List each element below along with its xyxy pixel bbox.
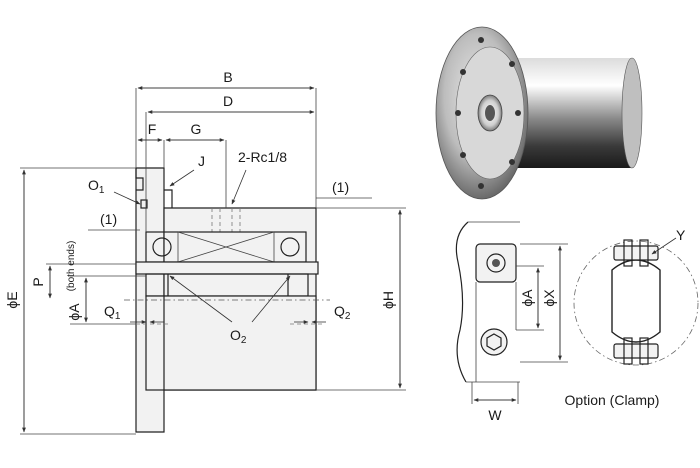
label-phi-a-right: ϕA [519, 289, 535, 307]
label-g: G [191, 121, 202, 137]
hub-bore [485, 105, 495, 121]
label-y: Y [676, 227, 686, 243]
bolt-hole-7 [515, 110, 521, 116]
clamp-top-nut-right [639, 239, 649, 267]
flange-notch [135, 168, 144, 191]
upper-ball [486, 253, 506, 273]
lower-body [145, 295, 317, 391]
label-both-ends: (both ends) [66, 241, 77, 292]
clamp-top-bolt [613, 245, 659, 261]
cylinder-body [510, 58, 640, 168]
bolt-hole-5 [478, 183, 484, 189]
label-paren-right: (1) [332, 179, 349, 195]
clamp-view: Y Option (Clamp) [565, 227, 699, 408]
clamp-ring [611, 259, 661, 343]
housing-step [164, 189, 173, 208]
clamp-bottom-bolt [613, 343, 659, 359]
option-caption: Option (Clamp) [565, 392, 660, 408]
bolt-hole-6 [509, 159, 515, 165]
label-f: F [148, 121, 157, 137]
clamp-bottom-nut-right [639, 337, 649, 365]
label-q1: Q1 [104, 303, 121, 322]
cylinder-end [621, 57, 643, 169]
o1-leader [113, 191, 141, 205]
bolt-hole-1 [478, 37, 484, 43]
bolt-hole-4 [460, 152, 466, 158]
label-rc: 2-Rc1/8 [238, 149, 287, 165]
label-phi-h: ϕH [380, 291, 396, 309]
bolt-hole-2 [460, 69, 466, 75]
o2-leader-right [251, 275, 291, 323]
label-paren-left: (1) [100, 211, 117, 227]
oil-port-small [140, 199, 148, 209]
bearing-cross-2 [177, 231, 275, 263]
shaft-collar [135, 261, 319, 275]
label-phi-e: ϕE [4, 291, 20, 308]
label-p: P [30, 277, 46, 286]
label-phi-x: ϕX [541, 289, 557, 307]
label-q2: Q2 [334, 303, 351, 322]
side-section-labels: ϕA ϕX W [488, 289, 557, 423]
lower-socket [480, 328, 508, 356]
y-leader [651, 237, 677, 255]
section-view [124, 167, 330, 433]
upper-ball-core [492, 259, 500, 267]
rc-leader [231, 169, 247, 205]
side-section-view [455, 221, 568, 404]
bolt-hole-8 [509, 61, 515, 67]
label-o2: O2 [230, 327, 247, 346]
label-w: W [488, 407, 502, 423]
clamp-bottom-nut-left [623, 337, 633, 365]
bearing-ball-right [280, 237, 300, 257]
product-rendering [435, 26, 643, 200]
dimension-lines [20, 86, 406, 435]
bolt-hole-3 [455, 110, 461, 116]
label-b: B [223, 69, 232, 85]
label-o1: O1 [88, 177, 105, 196]
o2-leader-left [169, 275, 233, 323]
hex-socket-icon [486, 333, 502, 351]
break-line [455, 221, 469, 383]
clamp-outer-circle [573, 240, 699, 366]
j-leader [169, 169, 195, 187]
section-labels: B D F G J 2-Rc1/8 O1 (1) (1) ϕE P ϕA (bo… [4, 69, 396, 346]
clamp-top-nut-left [623, 239, 633, 267]
label-j: J [198, 153, 205, 169]
bearing-ball-left [152, 237, 172, 257]
label-d: D [223, 93, 233, 109]
label-phi-a: ϕA [66, 303, 82, 321]
